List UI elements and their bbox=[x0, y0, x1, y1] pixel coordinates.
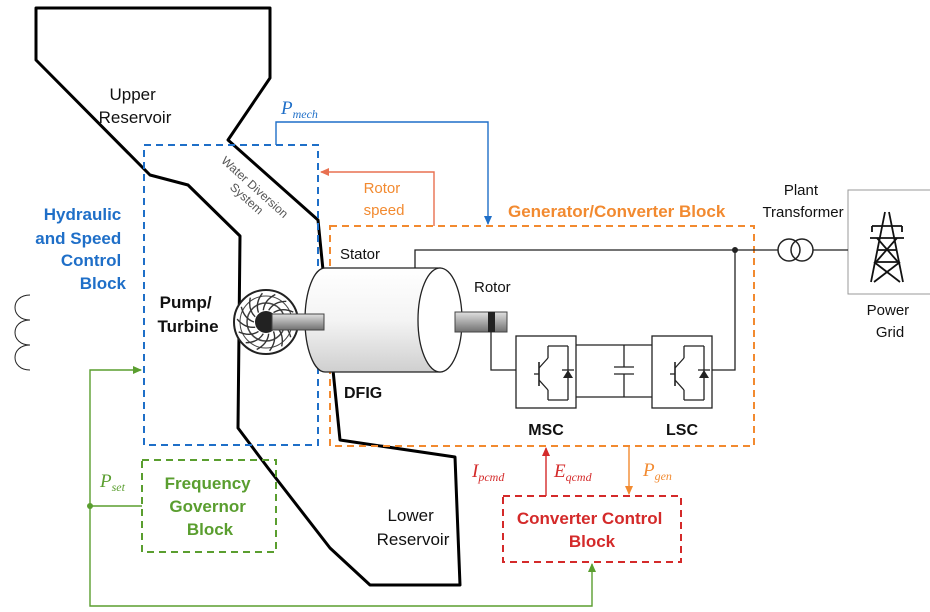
coil-icon bbox=[14, 294, 31, 371]
lsc-label: LSC bbox=[666, 422, 698, 439]
hydraulic-control-block-label: Hydraulic and Speed Control Block bbox=[35, 205, 126, 293]
frequency-governor-block-outline bbox=[141, 459, 277, 553]
power-grid-label: Power Grid bbox=[867, 302, 914, 341]
plant-transformer-icon bbox=[777, 238, 814, 262]
generator-converter-block-label: Generator/Converter Block bbox=[508, 202, 726, 221]
pgen-label: Pgen bbox=[642, 460, 672, 483]
upper-reservoir-outline bbox=[34, 6, 462, 587]
msc-converter bbox=[515, 335, 577, 409]
stator-label: Stator bbox=[340, 246, 380, 263]
pump-turbine-label: Pump/ Turbine bbox=[157, 293, 218, 336]
pset-signal-line bbox=[89, 366, 142, 507]
pmech-signal-line bbox=[275, 121, 492, 225]
msc-label: MSC bbox=[528, 422, 564, 439]
lsc-converter bbox=[651, 335, 713, 409]
rotor-speed-signal-line bbox=[320, 168, 435, 226]
turbine-vane bbox=[238, 330, 259, 336]
dfig-label: DFIG bbox=[344, 385, 382, 402]
dc-link bbox=[576, 344, 652, 398]
turbine-vane bbox=[248, 297, 256, 318]
transmission-tower-icon bbox=[870, 211, 904, 283]
turbine-vane bbox=[256, 292, 263, 313]
turbine-vane bbox=[273, 308, 294, 314]
eqcmd-label: Eqcmd bbox=[553, 461, 593, 484]
turbine-vane bbox=[269, 331, 276, 352]
pset-label: Pset bbox=[99, 471, 126, 494]
plant-transformer-label: Plant Transformer bbox=[762, 182, 843, 221]
water-diversion-label: Water Diversion System bbox=[209, 154, 293, 234]
pset-to-converter-line bbox=[89, 506, 596, 607]
lsc-bus-line bbox=[712, 250, 736, 371]
converter-control-block-outline bbox=[502, 495, 682, 563]
rotor-speed-label: Rotor speed bbox=[364, 180, 405, 219]
stator-bus-line bbox=[414, 249, 778, 268]
turbine-vane bbox=[236, 318, 256, 329]
turbine-vane bbox=[240, 306, 255, 323]
turbine-vane bbox=[262, 293, 276, 311]
rotor-label: Rotor bbox=[474, 279, 511, 296]
upper-reservoir-label: Upper Reservoir bbox=[99, 85, 172, 127]
lower-reservoir-label: Lower Reservoir bbox=[377, 506, 450, 549]
pump-turbine-icon bbox=[233, 289, 299, 355]
dfig-machine bbox=[271, 267, 508, 373]
rotor-msc-line bbox=[490, 332, 516, 371]
power-grid-box bbox=[847, 189, 930, 295]
converter-control-block-label: Converter Control Block bbox=[517, 509, 667, 551]
turbine-vane bbox=[256, 333, 270, 351]
frequency-governor-label: Frequency Governor Block bbox=[165, 474, 256, 539]
pmech-label: Pmech bbox=[280, 98, 318, 121]
turbine-vane bbox=[268, 300, 287, 311]
ipcmd-label: Ipcmd bbox=[471, 461, 505, 484]
turbine-vane bbox=[245, 333, 264, 344]
